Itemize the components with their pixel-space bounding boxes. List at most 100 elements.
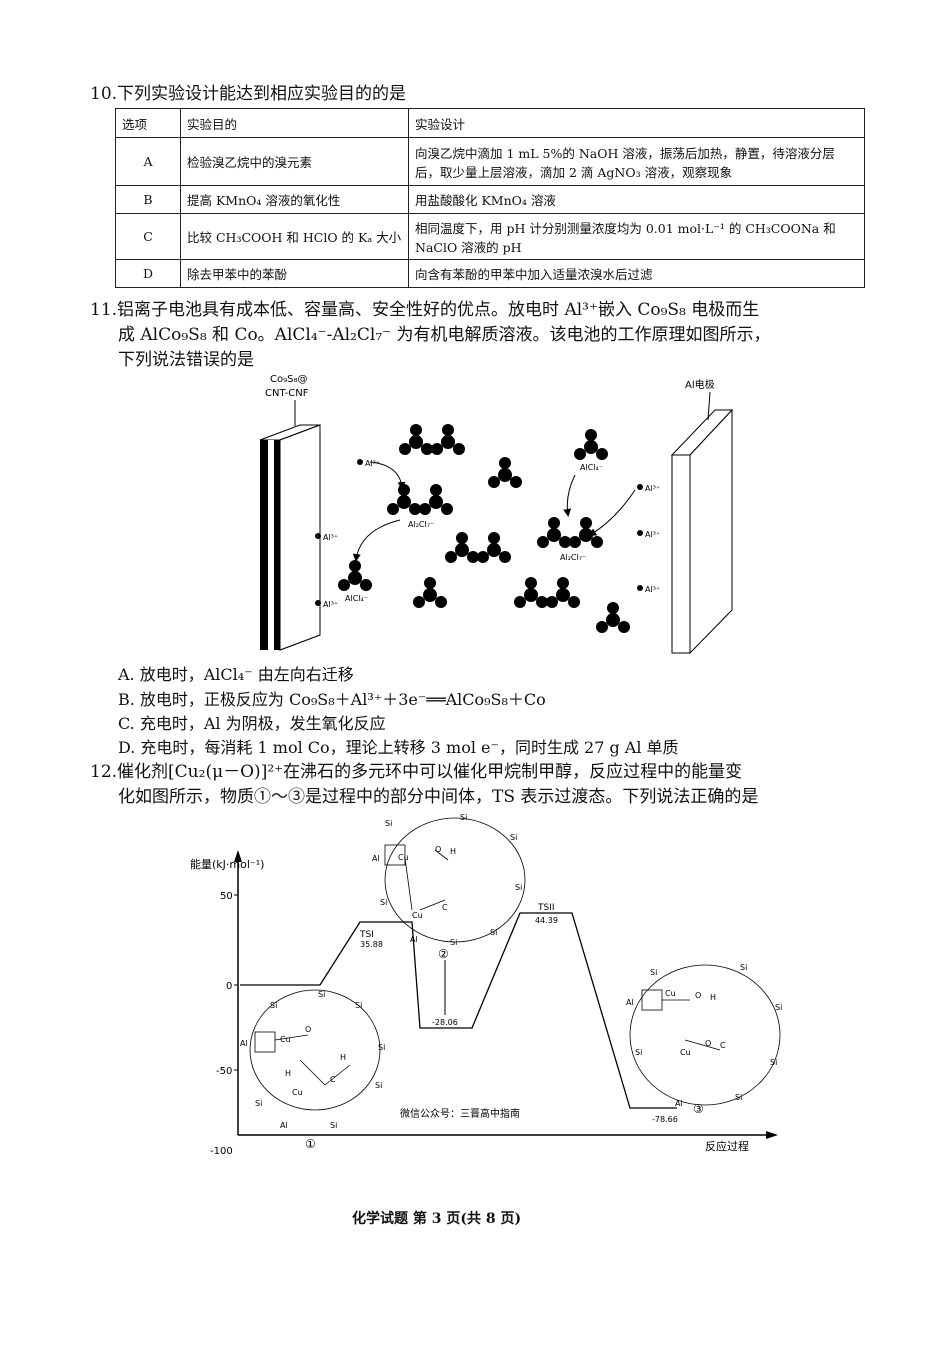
svg-text:Cu: Cu [398, 853, 409, 862]
svg-text:Si: Si [330, 1121, 337, 1130]
svg-text:C: C [442, 903, 448, 912]
q12-line2: 化如图所示，物质①～③是过程中的部分中间体，TS 表示过渡态。下列说法正确的是 [118, 787, 759, 807]
int3-value: -78.66 [652, 1115, 678, 1124]
y-tick: -50 [216, 1066, 232, 1077]
svg-text:Si: Si [770, 1058, 777, 1067]
experiment-table: 选项 实验目的 实验设计 A 检验溴乙烷中的溴元素 向溴乙烷中滴加 1 mL 5… [115, 108, 865, 288]
svg-text:O: O [695, 991, 701, 1000]
svg-text:Si: Si [635, 1048, 642, 1057]
y-tick: -100 [210, 1146, 233, 1157]
svg-text:Cu: Cu [280, 1035, 291, 1044]
svg-text:Al: Al [410, 935, 418, 944]
y-tick: 0 [226, 981, 232, 992]
q10-stem: 10.下列实验设计能达到相应实验目的的是 [90, 84, 407, 104]
svg-text:C: C [720, 1041, 726, 1050]
page-footer: 化学试题 第 3 页(共 8 页) [352, 1211, 522, 1227]
svg-text:Si: Si [515, 883, 522, 892]
intermediate-3-structure [629, 964, 781, 1106]
table-header: 实验设计 [408, 108, 865, 138]
ts2-label: TSII [537, 903, 555, 913]
svg-text:Si: Si [490, 928, 497, 937]
svg-text:Si: Si [450, 938, 457, 947]
table-cell: 除去甲苯中的苯酚 [180, 259, 409, 288]
table-cell: A [115, 137, 181, 186]
svg-text:Si: Si [385, 819, 392, 828]
alcl4-label: AlCl₄⁻ [580, 463, 603, 472]
marker-2: ② [438, 947, 449, 961]
svg-text:Si: Si [510, 833, 517, 842]
q11-line2: 成 AlCo₉S₈ 和 Co。AlCl₄⁻-Al₂Cl₇⁻ 为有机电解质溶液。该… [118, 325, 771, 345]
svg-text:Cu: Cu [680, 1048, 691, 1057]
q11-line3: 下列说法错误的是 [118, 350, 254, 370]
svg-text:H: H [710, 993, 716, 1002]
al3-label: Al³⁺ [323, 600, 338, 609]
table-row: A 检验溴乙烷中的溴元素 向溴乙烷中滴加 1 mL 5%的 NaOH 溶液，振荡… [115, 137, 865, 186]
svg-text:H: H [285, 1069, 291, 1078]
table-cell: D [115, 259, 181, 288]
svg-text:Al: Al [626, 998, 634, 1007]
battery-diagram: Co₉S₈@ CNT-CNF Al电极 Al³⁺ Al³⁺ Al³⁺ Al³⁺ … [259, 374, 734, 655]
svg-text:O: O [705, 1039, 711, 1048]
svg-text:Si: Si [318, 990, 325, 999]
int2-value: -28.06 [432, 1018, 458, 1027]
table-cell: 比较 CH₃COOH 和 HClO 的 Kₐ 大小 [180, 213, 409, 260]
svg-text:Si: Si [775, 1003, 782, 1012]
table-cell: 相同温度下，用 pH 计分别测量浓度均为 0.01 mol·L⁻¹ 的 CH₃C… [408, 213, 865, 260]
table-cell: 检验溴乙烷中的溴元素 [180, 137, 409, 186]
table-row: B 提高 KMnO₄ 溶液的氧化性 用盐酸酸化 KMnO₄ 溶液 [115, 185, 865, 214]
table-header: 实验目的 [180, 108, 409, 138]
table-cell: 向溴乙烷中滴加 1 mL 5%的 NaOH 溶液，振荡后加热，静置，待溶液分层后… [408, 137, 865, 186]
svg-text:Si: Si [378, 1043, 385, 1052]
svg-text:Cu: Cu [665, 989, 676, 998]
svg-text:Si: Si [255, 1099, 262, 1108]
intermediate-1-structure [249, 989, 381, 1111]
svg-text:Si: Si [355, 1001, 362, 1010]
marker-1: ① [305, 1137, 316, 1151]
svg-text:Si: Si [270, 1001, 277, 1010]
table-cell: 向含有苯酚的甲苯中加入适量浓溴水后过滤 [408, 259, 865, 288]
al3-label: Al³⁺ [645, 530, 660, 539]
table-header-row: 选项 实验目的 实验设计 [115, 108, 865, 138]
svg-text:C: C [330, 1075, 336, 1084]
q11-option-d: D. 充电时，每消耗 1 mol Co，理论上转移 3 mol e⁻，同时生成 … [118, 738, 679, 757]
watermark: 微信公众号：三晋高中指南 [400, 1107, 520, 1120]
q11-option-c: C. 充电时，Al 为阴极，发生氧化反应 [118, 714, 386, 733]
svg-text:Al: Al [280, 1121, 288, 1130]
svg-text:H: H [450, 847, 456, 856]
q11-option-b: B. 放电时，正极反应为 Co₉S₈＋Al³⁺＋3e⁻══AlCo₉S₈＋Co [118, 690, 546, 709]
table-cell: 用盐酸酸化 KMnO₄ 溶液 [408, 185, 865, 214]
right-electrode-label: Al电极 [685, 378, 715, 391]
al2cl7-label: Al₂Cl₇⁻ [408, 520, 434, 529]
svg-text:Al: Al [675, 1099, 683, 1108]
svg-text:Si: Si [740, 963, 747, 972]
al3-label: Al³⁺ [645, 484, 660, 493]
table-cell: 提高 KMnO₄ 溶液的氧化性 [180, 185, 409, 214]
svg-text:O: O [305, 1025, 311, 1034]
table-row: C 比较 CH₃COOH 和 HClO 的 Kₐ 大小 相同温度下，用 pH 计… [115, 213, 865, 260]
x-axis-label: 反应过程 [705, 1139, 749, 1153]
svg-text:Si: Si [650, 968, 657, 977]
svg-text:Cu: Cu [412, 911, 423, 920]
energy-diagram: 能量(kJ·mol⁻¹) 反应过程 50 0 -50 -100 TSI 35.8… [190, 813, 782, 1157]
ts1-value: 35.88 [360, 940, 383, 949]
energy-profile [240, 912, 677, 1109]
left-electrode-label: Co₉S₈@ [270, 374, 307, 385]
svg-text:Al: Al [372, 854, 380, 863]
al3-label: Al³⁺ [365, 459, 380, 468]
al2cl7-label: Al₂Cl₇⁻ [560, 553, 586, 562]
q11-line1: 11.铝离子电池具有成本低、容量高、安全性好的优点。放电时 Al³⁺嵌入 Co₉… [90, 300, 760, 320]
table-header: 选项 [115, 108, 181, 138]
left-electrode [259, 424, 321, 651]
table-cell: B [115, 185, 181, 214]
ts1-label: TSI [359, 930, 374, 940]
y-tick: 50 [220, 891, 233, 902]
left-electrode-label: CNT-CNF [265, 388, 309, 399]
right-electrode [670, 408, 734, 655]
intermediate-2-structure [384, 817, 526, 943]
svg-text:Si: Si [735, 1093, 742, 1102]
svg-text:H: H [340, 1053, 346, 1062]
svg-text:Si: Si [375, 1081, 382, 1090]
y-axis-label: 能量(kJ·mol⁻¹) [190, 857, 264, 871]
ts2-value: 44.39 [535, 916, 558, 925]
svg-text:Si: Si [380, 898, 387, 907]
